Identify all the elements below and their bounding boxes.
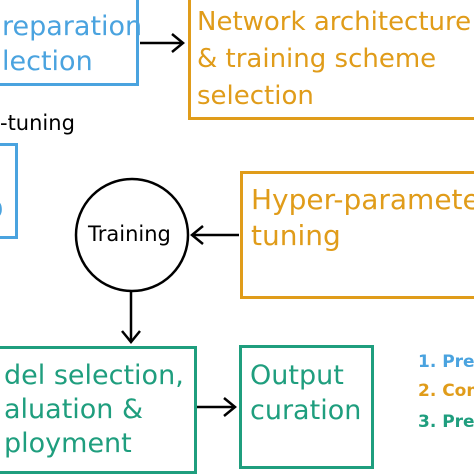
data-prep-line2: lection xyxy=(2,46,93,77)
fine-tuning-label: -tuning xyxy=(0,111,75,135)
hyper-line2: tuning xyxy=(251,219,341,252)
network-line2: & training scheme xyxy=(197,44,437,74)
training-label: Training xyxy=(88,222,171,246)
model-sel-line2: aluation & xyxy=(4,394,144,425)
output-line1: Output xyxy=(250,360,344,391)
model-sel-line3: ployment xyxy=(4,428,132,459)
network-line1: Network architecture xyxy=(197,7,472,37)
arrow-prep-to-network-head xyxy=(171,33,185,53)
hyper-line1: Hyper-parameter xyxy=(251,183,474,216)
fine-tuning-partial-glyph: o xyxy=(0,191,4,223)
network-architecture-box xyxy=(188,0,474,120)
legend-item-2: 2. Con xyxy=(418,381,474,401)
training-circle xyxy=(74,177,190,293)
fine-tuning-box xyxy=(0,143,18,239)
hyper-parameter-box xyxy=(240,171,474,299)
arrow-hyper-to-training-head xyxy=(190,225,204,245)
arrow-training-to-model-head xyxy=(121,330,141,344)
legend-item-1: 1. Pre xyxy=(418,352,474,372)
data-prep-line1: reparation xyxy=(2,11,143,42)
legend-item-3: 3. Pre xyxy=(418,412,474,432)
arrow-model-to-output-head xyxy=(223,397,237,417)
model-selection-box xyxy=(0,346,197,474)
model-sel-line1: del selection, xyxy=(4,360,184,391)
output-curation-box xyxy=(239,345,374,469)
network-line3: selection xyxy=(197,81,314,111)
data-preparation-box xyxy=(0,0,139,86)
output-line2: curation xyxy=(250,395,362,426)
